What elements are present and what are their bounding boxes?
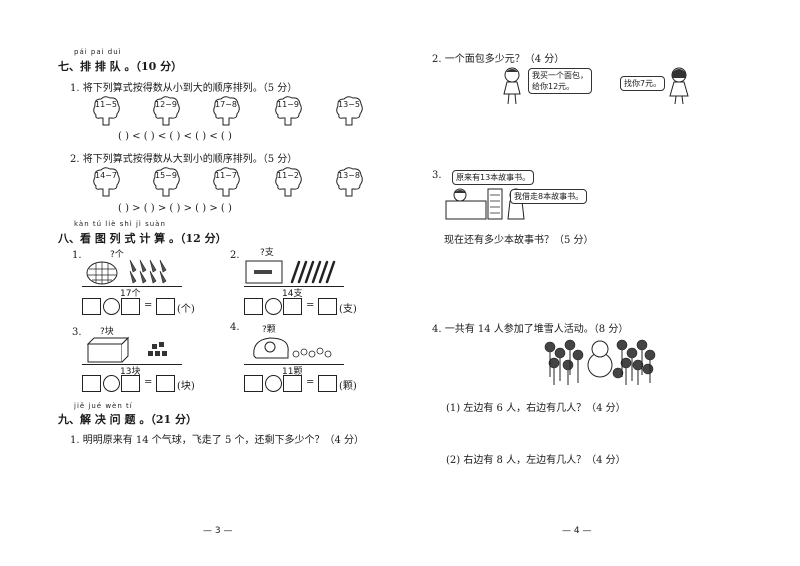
p4-box-b[interactable] [283, 375, 302, 392]
p4-picture [244, 332, 344, 362]
p1-total: 17个 [120, 289, 141, 299]
page-number-left: — 3 — [203, 526, 233, 536]
p1-unit: (个) [177, 304, 195, 315]
tree-expr: 13−8 [338, 171, 360, 180]
p2-box-result[interactable] [318, 298, 337, 315]
s7-q2-blanks[interactable]: ( ) > ( ) > ( ) > ( ) > ( ) [118, 203, 232, 214]
tree-expr: 12−9 [155, 100, 177, 109]
p1-equals: = [144, 300, 153, 311]
s9-q1: 1. 明明原来有 14 个气球，飞走了 5 个，还剩下多少个？（4 分） [70, 435, 365, 446]
p2-operator[interactable] [265, 298, 282, 315]
p2-equals: = [306, 300, 315, 311]
p4-num: 4. [230, 322, 240, 333]
page-number-right: — 4 — [562, 526, 592, 536]
tree-card: 13−5 [333, 95, 365, 127]
s8-title: 八、看 图 列 式 计 算 。（12 分） [58, 232, 227, 245]
p3-unit: (块) [177, 381, 195, 392]
p1-question: ?个 [110, 250, 124, 260]
p3-total: 13块 [120, 367, 141, 377]
q3-bubble-original: 原来有13本故事书。 [452, 170, 535, 185]
p2-question: ?支 [260, 248, 274, 258]
tree-card: 15−9 [150, 166, 182, 198]
p3-equals: = [144, 377, 153, 388]
p2-total-line [244, 286, 344, 287]
r-q4-a: (1) 左边有 6 人，右边有几人？（4 分） [446, 403, 626, 414]
p3-question: ?块 [100, 327, 114, 337]
q2-bubble-seller: 找你7元。 [620, 76, 666, 91]
tree-expr: 14−7 [95, 171, 117, 180]
tree-expr: 11−7 [215, 171, 237, 180]
p4-total-line [244, 364, 344, 365]
p4-box-result[interactable] [318, 375, 337, 392]
girl-figure [498, 66, 528, 106]
p3-box-b[interactable] [121, 375, 140, 392]
p2-picture [244, 256, 344, 286]
p3-box-a[interactable] [82, 375, 101, 392]
p3-num: 3. [72, 327, 82, 338]
p3-box-result[interactable] [156, 375, 175, 392]
tree-expr: 17−8 [215, 100, 237, 109]
p2-unit: (支) [339, 304, 357, 315]
r-q4: 4. 一共有 14 人参加了堆雪人活动。（8 分） [432, 324, 629, 335]
tree-card: 11−9 [272, 95, 304, 127]
p1-num: 1. [72, 250, 82, 261]
p3-operator[interactable] [103, 375, 120, 392]
tree-expr: 13−5 [338, 100, 360, 109]
r-q2: 2. 一个面包多少元？（4 分） [432, 54, 565, 65]
p2-num: 2. [230, 250, 240, 261]
p3-total-line [82, 364, 182, 365]
tree-card: 13−8 [333, 166, 365, 198]
tree-expr: 11−5 [95, 100, 117, 109]
p4-unit: (颗) [339, 381, 357, 392]
r-q3-text: 现在还有多少本故事书？（5 分） [444, 235, 594, 246]
s7-q1: 1. 将下列算式按得数从小到大的顺序排列。（5 分） [70, 83, 298, 94]
p1-picture [82, 256, 182, 286]
q2-bubble-line1: 我买一个面包， [532, 71, 588, 80]
snowman-activity-picture [540, 333, 660, 389]
p2-total: 14支 [282, 289, 303, 299]
p4-question: ?颗 [262, 325, 276, 335]
tree-expr: 11−9 [277, 100, 299, 109]
tree-card: 11−7 [210, 166, 242, 198]
tree-card: 11−5 [90, 95, 122, 127]
p1-total-line [82, 286, 182, 287]
tree-card: 17−8 [210, 95, 242, 127]
p1-box-b[interactable] [121, 298, 140, 315]
s9-pinyin: jiě jué wèn tí [74, 402, 133, 410]
s7-title: 七、排 排 队 。（10 分） [58, 60, 183, 73]
p3-picture [82, 334, 182, 364]
p2-box-a[interactable] [244, 298, 263, 315]
p2-box-b[interactable] [283, 298, 302, 315]
tree-expr: 15−9 [155, 171, 177, 180]
s7-q2: 2. 将下列算式按得数从大到小的顺序排列。（5 分） [70, 154, 298, 165]
tree-card: 12−9 [150, 95, 182, 127]
s7-pinyin: pái pai duì [74, 48, 122, 56]
p1-operator[interactable] [103, 298, 120, 315]
p4-total: 11颗 [282, 367, 303, 377]
tree-expr: 11−2 [277, 171, 299, 180]
p4-operator[interactable] [265, 375, 282, 392]
tree-card: 11−2 [272, 166, 304, 198]
r-q3-num: 3. [432, 170, 442, 181]
q3-bubble-borrow: 我借走8本故事书。 [510, 189, 588, 204]
s8-pinyin: kàn tú liè shì jì suàn [74, 220, 166, 228]
p4-box-a[interactable] [244, 375, 263, 392]
p1-box-result[interactable] [156, 298, 175, 315]
q2-bubble-buyer: 我买一个面包， 给你12元。 [528, 68, 592, 94]
p1-box-a[interactable] [82, 298, 101, 315]
s9-title: 九、解 决 问 题 。（21 分） [58, 413, 197, 426]
woman-figure [664, 66, 694, 106]
p4-equals: = [306, 377, 315, 388]
s7-q1-blanks[interactable]: ( ) < ( ) < ( ) < ( ) < ( ) [118, 131, 232, 142]
q2-bubble-line2: 给你12元。 [532, 82, 575, 91]
r-q4-b: (2) 右边有 8 人，左边有几人？（4 分） [446, 455, 626, 466]
tree-card: 14−7 [90, 166, 122, 198]
